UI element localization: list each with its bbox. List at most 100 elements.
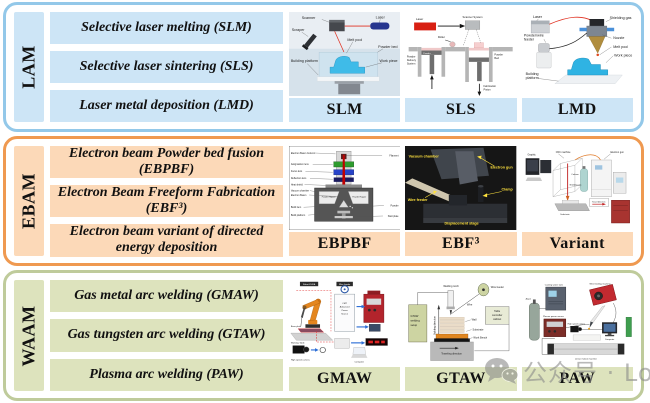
table-controller-box — [485, 306, 510, 325]
laser-unit — [370, 22, 390, 30]
row-slm: Selective laser melting (SLM) — [50, 12, 283, 44]
welding-torch-shape — [446, 290, 456, 316]
lmd-diagram: Laser Shielding gas Powder/wire feeder N… — [521, 12, 633, 96]
aux-cabinet — [612, 172, 626, 194]
slm-label-scanner: Scanner — [302, 16, 316, 20]
gmaw-diagram: Robot KUKA Wire feeder CMT Advanced Powe… — [289, 280, 401, 365]
travel-direction-box — [589, 198, 609, 207]
scanner-system-unit — [465, 20, 481, 30]
gmaw-caption: GMAW — [289, 367, 401, 391]
cnc-box — [334, 338, 350, 349]
lmd-label-melt-pool: Melt pool — [613, 45, 628, 49]
gtaw-label-setup-3: setup — [411, 323, 418, 327]
gmaw-label-wire-feeder: Wire feeder — [339, 284, 351, 286]
gmaw-label-ps-4: Source — [341, 314, 349, 316]
lmd-label-building-2: platform — [525, 76, 538, 80]
roller — [449, 41, 456, 48]
slm-diagram-area: Scanner Laser Scraper Melt pool Powder b… — [289, 12, 401, 96]
section-lam: LAM Selective laser melting (SLM) Select… — [3, 2, 644, 132]
heat-shield — [325, 184, 363, 188]
ebpbf-label-vacuum-chamber: Vacuum chamber — [291, 191, 310, 193]
gun-power-cabinet — [590, 159, 612, 197]
sls-label-laser: Laser — [416, 17, 423, 21]
paw-label-computer: Computer — [604, 338, 614, 341]
laser-unit — [530, 20, 550, 34]
sls-panel: Laser Scanner System Roller Powder Powde… — [405, 12, 517, 122]
lmd-label-feeder-2: feeder — [523, 38, 534, 42]
wall-layers — [439, 317, 465, 333]
gtaw-label-setup-1: GTAW — [411, 314, 419, 318]
lmd-diagram-area: Laser Shielding gas Powder/wire feeder N… — [521, 12, 633, 96]
variant-diagram: Graphic CNC machine Electron gun Column … — [521, 146, 633, 230]
welding-machine — [363, 290, 385, 323]
linear-stage — [546, 343, 625, 355]
gmaw-label-ps-3: Power — [342, 310, 348, 312]
row-paw: Plasma arc welding (PAW) — [50, 358, 283, 391]
ebpbf-label-build-item: Build item — [291, 206, 301, 209]
variant-caption: Variant — [521, 232, 633, 256]
section-waam-vertical-label: WAAM — [14, 280, 44, 391]
power-source-unit — [543, 318, 566, 337]
deposition-nozzle — [579, 19, 614, 54]
torch-tip — [565, 195, 570, 202]
power-source-cabinet — [334, 293, 355, 332]
ebf3-panel: Vacuum chamber Electron gun Clamp Wire f… — [405, 146, 517, 256]
gtaw-label-setup-2: welding — [411, 319, 421, 323]
lmd-panel: Laser Shielding gas Powder/wire feeder N… — [521, 12, 633, 122]
section-lam-vertical-label: LAM — [14, 12, 44, 122]
wire-feeding-machine — [588, 284, 617, 306]
row-sls: Selective laser sintering (SLS) — [50, 51, 283, 83]
ebpbf-caption: EBPBF — [289, 232, 401, 256]
workpiece-shape — [329, 56, 365, 74]
row-gtaw: Gas tungsten arc welding (GTAW) — [50, 319, 283, 352]
workpiece-shape — [567, 57, 608, 76]
gtaw-diagram: GTAW welding setup Building direction We… — [405, 280, 517, 365]
gtaw-label-wall: Wall — [472, 319, 477, 322]
high-speed-camera — [292, 345, 310, 354]
watermark: 公众号 · Loyde — [484, 353, 650, 388]
green-board — [625, 317, 632, 337]
base-plate-shape — [297, 328, 325, 333]
slm-diagram: Scanner Laser Scraper Melt pool Powder b… — [289, 12, 401, 96]
ebf3-label-wire-feeder: Wire feeder — [408, 198, 428, 202]
section-ebam: EBAM Electron beam Powder bed fusion (EB… — [3, 136, 644, 266]
gas-cylinder — [579, 168, 588, 192]
paw-label-power: Plasma power source — [543, 316, 565, 318]
sls-label-powder: Powder — [424, 52, 432, 55]
gtaw-label-welding-torch: Welding torch — [444, 285, 460, 288]
displacement-stage-shape — [423, 203, 508, 218]
paw-panel: Argon Cooling water tank Plasma power so… — [521, 280, 633, 391]
paw-label-gas: Argon — [525, 298, 530, 301]
paw-label-wire-feeder: Wire feeding machine — [589, 283, 611, 285]
section-ebam-vertical-label: EBAM — [14, 146, 44, 256]
slm-label-work-piece: Work piece — [379, 59, 397, 63]
lam-label-text: LAM — [18, 45, 39, 89]
gmaw-label-base-plate: Base plate — [291, 325, 302, 328]
paw-label-camera: High speed camera — [567, 323, 585, 325]
variant-panel: Graphic CNC machine Electron gun Column … — [521, 146, 633, 256]
paw-diagram: Argon Cooling water tank Plasma power so… — [521, 280, 633, 365]
row-eb-variant: Electron beam variant of directed energy… — [50, 224, 283, 257]
ebpbf-label-electron-beam: Electron Beam — [291, 194, 307, 197]
ebam-rows: Electron beam Powder bed fusion (EBPBF) … — [50, 146, 283, 257]
variant-label-cnc: CNC machine — [555, 152, 570, 154]
sls-diagram: Laser Scanner System Roller Powder Powde… — [405, 12, 517, 96]
computer-monitor — [601, 322, 617, 337]
clamp-shape — [478, 186, 484, 202]
powder-hopper-left — [318, 191, 340, 204]
work-bench-shape — [434, 338, 471, 342]
sls-label-scanner-system: Scanner System — [463, 15, 484, 19]
ebpbf-label-focus: Focus lens — [291, 171, 303, 173]
paw-label-cooling: Cooling water tank — [544, 283, 563, 286]
lmd-label-building-1: Building — [525, 72, 538, 76]
variant-label-travel: Travel direction — [592, 200, 606, 203]
led-display — [365, 338, 388, 346]
sls-caption: SLS — [405, 98, 517, 122]
gtaw-label-traveling-direction: Traveling direction — [442, 352, 463, 355]
gtaw-label-substrate: Substrate — [473, 328, 484, 331]
sintered-part — [474, 42, 484, 49]
ebpbf-diagram-area: Electron Beam Column Filament Astigmatis… — [289, 146, 401, 230]
row-lmd: Laser metal deposition (LMD) — [50, 90, 283, 122]
machine-frame — [408, 47, 514, 82]
gmaw-panel: Robot KUKA Wire feeder CMT Advanced Powe… — [289, 280, 401, 391]
